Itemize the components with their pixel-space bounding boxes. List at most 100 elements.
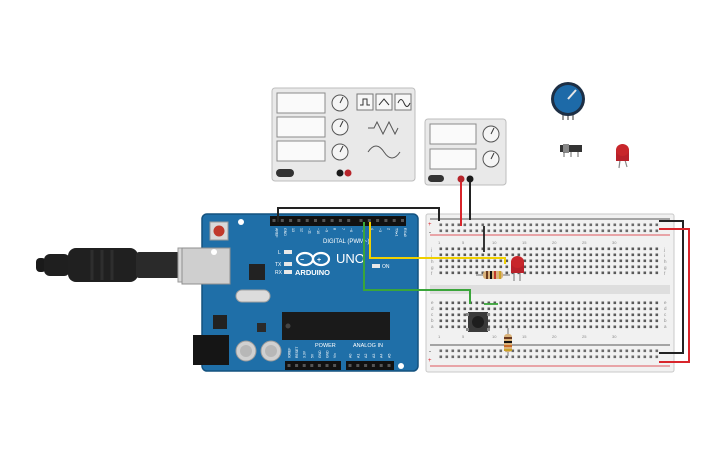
fg-power-switch[interactable] [276,169,294,177]
power-pin-hole[interactable] [302,364,306,367]
function-generator[interactable] [271,87,416,182]
wire-black-gnd[interactable] [277,207,440,222]
digital-pin-label: ~6 [349,228,353,232]
power-pin-label: 5V [310,353,314,358]
digital-pin-hole[interactable] [280,219,284,222]
row-letter: h [664,259,667,264]
analog-pin-hole[interactable] [379,364,383,367]
analog-pin-hole[interactable] [364,364,368,367]
fg-waveform-preview-2 [367,145,401,159]
row-letter: d [664,306,667,311]
digital-pin-hole[interactable] [272,219,276,222]
digital-pin-label: 13 [291,228,295,232]
digital-pin-label: 12 [299,228,303,232]
column-number: 25 [582,240,587,245]
column-number: 15 [522,240,527,245]
reset-button[interactable] [209,221,229,241]
digital-pin-hole[interactable] [330,219,334,222]
led-rx-indicator [284,270,292,274]
power-pin-label: RESET [295,347,299,358]
analog-pin-hole[interactable] [348,364,352,367]
digital-pin-label: ~9 [324,228,328,232]
column-number: 30 [612,240,617,245]
power-pin-label: GND [318,350,322,358]
digital-pin-hole[interactable] [305,219,309,222]
digital-pin-hole[interactable] [322,219,326,222]
analog-pin-hole[interactable] [371,364,375,367]
psu-power-switch[interactable] [428,175,444,182]
mounting-hole [238,219,244,225]
analog-pin-label: A3 [372,354,376,358]
bottom-rail-minus-label: - [429,349,431,355]
digital-pin-hole[interactable] [289,219,293,222]
resistor-bottom[interactable] [504,328,512,356]
atmega-chip [282,312,390,340]
pushbutton[interactable] [466,312,490,332]
analog-pin-hole[interactable] [387,364,391,367]
power-pin-hole[interactable] [287,364,291,367]
power-header-label: POWER [315,343,336,349]
digital-pin-label: ~10 [316,228,320,234]
arduino-logo: − + [295,251,331,267]
red-led-part[interactable] [616,144,629,169]
digital-pin-hole[interactable] [297,219,301,222]
digital-pin-hole[interactable] [376,219,380,222]
analog-pin-header[interactable] [346,361,394,370]
slide-switch[interactable] [560,144,582,157]
fg-waveform-preview-1 [368,120,399,136]
breadboard-red-led[interactable] [511,256,524,281]
sine-wave-button[interactable] [394,93,412,111]
digital-pin-label: AREF [275,228,279,238]
digital-pin-hole[interactable] [384,219,388,222]
psu-terminal-black[interactable] [466,175,474,183]
digital-pin-hole[interactable] [367,219,371,222]
power-pin-hole[interactable] [310,364,314,367]
dc-power-supply[interactable] [424,118,507,186]
potentiometer[interactable] [551,82,585,120]
wire-green-button[interactable] [363,222,471,304]
bottom-power-rail[interactable] [437,348,659,360]
row-letter: c [664,312,667,317]
top-rail-minus-label: - [429,230,431,236]
wire-red-rail-bridge[interactable] [659,228,690,363]
row-letter: j [663,247,665,252]
label-tx: TX [275,262,282,268]
psu-terminal-red[interactable] [457,175,465,183]
column-number: 15 [522,334,527,339]
power-pin-hole[interactable] [333,364,337,367]
power-pin-hole[interactable] [317,364,321,367]
power-pin-hole[interactable] [325,364,329,367]
row-letter: a [664,324,667,329]
digital-pin-header[interactable] [270,216,406,226]
wire-yellow-signal[interactable] [369,222,506,264]
digital-pin-label: RX◂0 [403,228,407,237]
row-letter: i [431,253,432,258]
power-pin-hole[interactable] [295,364,299,367]
top-terminal-strip[interactable] [437,247,659,277]
fg-display-1 [276,92,326,114]
analog-pin-label: A0 [349,354,353,358]
digital-pin-hole[interactable] [401,219,404,222]
digital-pin-label: 8 [333,228,337,230]
digital-pin-label: 7 [341,228,345,230]
digital-pin-hole[interactable] [392,219,396,222]
square-wave-button[interactable] [356,93,374,111]
triangle-wave-button[interactable] [375,93,393,111]
row-letter: i [664,253,665,258]
digital-pin-hole[interactable] [338,219,342,222]
psu-current-display [429,148,477,170]
digital-pin-hole[interactable] [314,219,317,222]
power-pin-label: 3.3V [303,350,307,358]
analog-pin-hole[interactable] [356,364,360,367]
digital-pin-hole[interactable] [359,219,363,222]
wire-black-rail-bridge[interactable] [659,220,684,354]
fg-terminal-black[interactable] [336,169,344,177]
fg-terminal-red[interactable] [344,169,352,177]
digital-pin-hole[interactable] [347,219,351,222]
resistor-top[interactable] [476,271,510,279]
top-power-rail[interactable] [437,221,659,233]
power-pin-label: Vin [333,353,337,358]
